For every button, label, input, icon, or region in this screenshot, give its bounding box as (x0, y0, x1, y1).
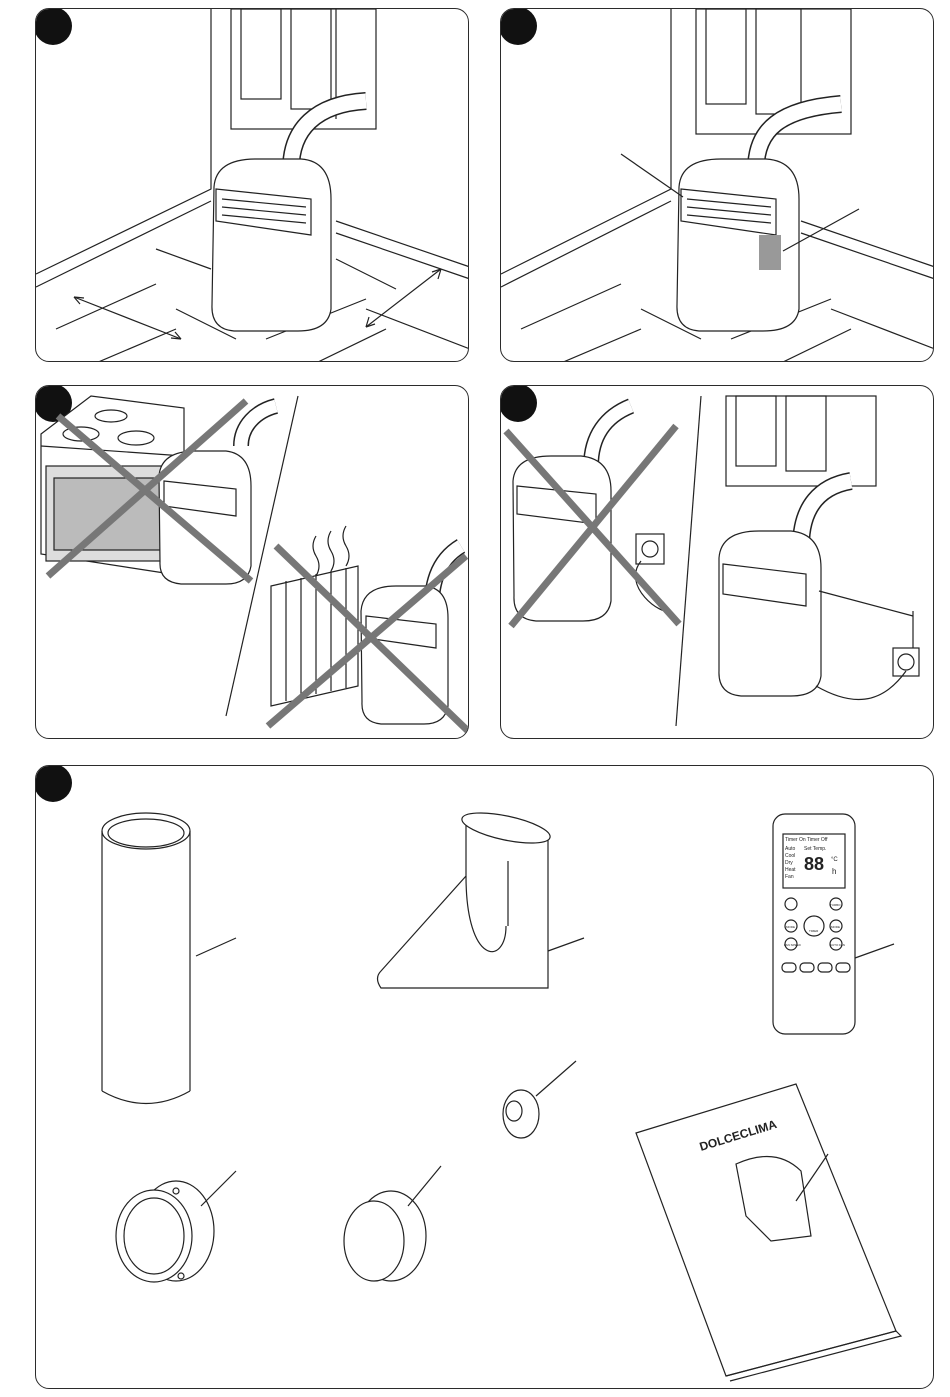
remote-set-temp-label: Set Temp. (804, 846, 826, 852)
remote-button-turbo: TURBO (830, 903, 841, 907)
illustration-clearance (36, 9, 469, 362)
remote-mode-auto: Auto (785, 846, 796, 852)
panel-label-location (500, 8, 934, 362)
hose-flange (344, 1191, 426, 1281)
window-adaptor (378, 807, 553, 988)
drain-plug (503, 1090, 539, 1138)
remote-mode-cool: Cool (785, 853, 795, 859)
panel-clearance (35, 8, 469, 362)
illustration-heat-sources (36, 386, 469, 739)
remote-button-auto: AUTO FAN (830, 943, 845, 947)
remote-mode-fan: Fan (785, 874, 794, 880)
rating-label (759, 235, 781, 270)
exhaust-hose (102, 813, 190, 1104)
panel-power-socket (500, 385, 934, 739)
remote-button-timer: TIMER (809, 929, 819, 933)
remote-button-fan-speed: FAN SPEED (784, 943, 802, 947)
panel-heat-sources (35, 385, 469, 739)
remote-mode-dry: Dry (785, 860, 793, 866)
remote-mode-heat: Heat (785, 867, 796, 873)
remote-button-mode2: MODE (831, 925, 840, 929)
remote-indicators: Timer On Timer Off (785, 837, 828, 843)
panel-accessories: Timer On Timer Off Auto Cool Dry Heat Fa… (35, 765, 934, 1389)
illustration-power-socket (501, 386, 934, 739)
wall-flange (116, 1181, 214, 1282)
remote-temp-digits: 88 (804, 854, 824, 874)
remote-hour-unit: h (832, 867, 836, 876)
remote-temp-unit: °C (831, 857, 838, 863)
illustration-accessories: Timer On Timer Off Auto Cool Dry Heat Fa… (36, 766, 934, 1389)
illustration-label-location (501, 9, 934, 362)
remote-button-mode: MODE (786, 925, 795, 929)
